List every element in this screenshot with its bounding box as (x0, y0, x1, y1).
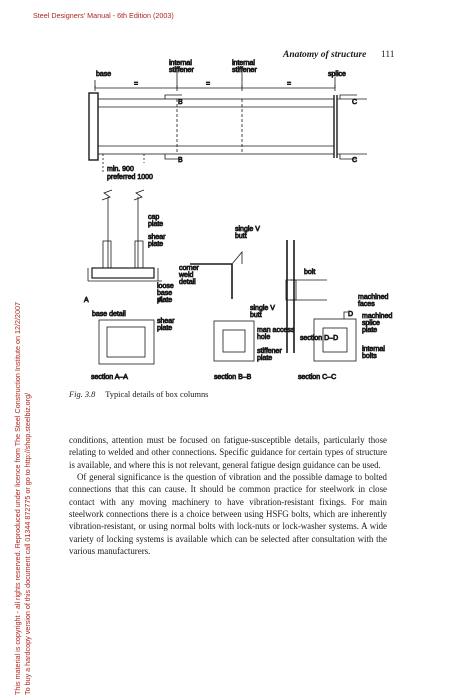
label-base: base (96, 71, 111, 78)
label-equal-1: = (134, 81, 138, 88)
label-section-d: D (348, 311, 353, 318)
label-bolt: bolt (304, 269, 315, 276)
splice-elevation (285, 240, 327, 353)
label-section-d-d: section D–D (300, 335, 338, 342)
label-section-b-top: B (178, 99, 183, 106)
corner-weld-drawing (190, 250, 243, 299)
label-section-b-bottom: B (178, 157, 183, 164)
running-head: Anatomy of structure (283, 50, 367, 60)
section-b-b-drawing (213, 320, 255, 362)
label-section-b-b: section B–B (214, 374, 252, 381)
source-title: Steel Designers' Manual - 6th Edition (2… (33, 11, 174, 20)
label-base-detail: base detail (92, 311, 126, 318)
section-c-c-drawing (313, 311, 357, 362)
paragraph: Of general significance is the question … (69, 472, 387, 557)
label-section-c-bottom: C (352, 157, 357, 164)
label-min-900: min. 900 (107, 166, 134, 173)
label-equal-3: = (287, 81, 291, 88)
column-elevation (88, 69, 367, 173)
copyright-line-2: To buy a hardcopy version of this docume… (23, 392, 32, 695)
figure-caption-text: Typical details of box columns (105, 390, 209, 399)
body-text: conditions, attention must be focused on… (69, 434, 387, 557)
section-a-a-drawing (98, 319, 155, 365)
base-detail-drawing (87, 189, 162, 282)
label-section-a-left: A (84, 297, 89, 304)
figure-label: Fig. 3.8 (69, 390, 96, 399)
label-preferred-1000: preferred 1000 (107, 174, 153, 181)
label-splice: splice (328, 71, 346, 78)
label-section-c-c: section C–C (298, 374, 336, 381)
label-section-c-top: C (352, 99, 357, 106)
figure-caption: Fig. 3.8 Typical details of box columns (69, 390, 208, 399)
paragraph: conditions, attention must be focused on… (69, 435, 387, 470)
page-number: 111 (381, 50, 395, 60)
label-equal-2: = (206, 81, 210, 88)
label-section-a-right: A (158, 297, 163, 304)
copyright-line-1: This material is copyright - all rights … (13, 302, 22, 695)
copyright-notice: This material is copyright - all rights … (13, 185, 33, 695)
label-section-a-a: section A–A (91, 374, 128, 381)
